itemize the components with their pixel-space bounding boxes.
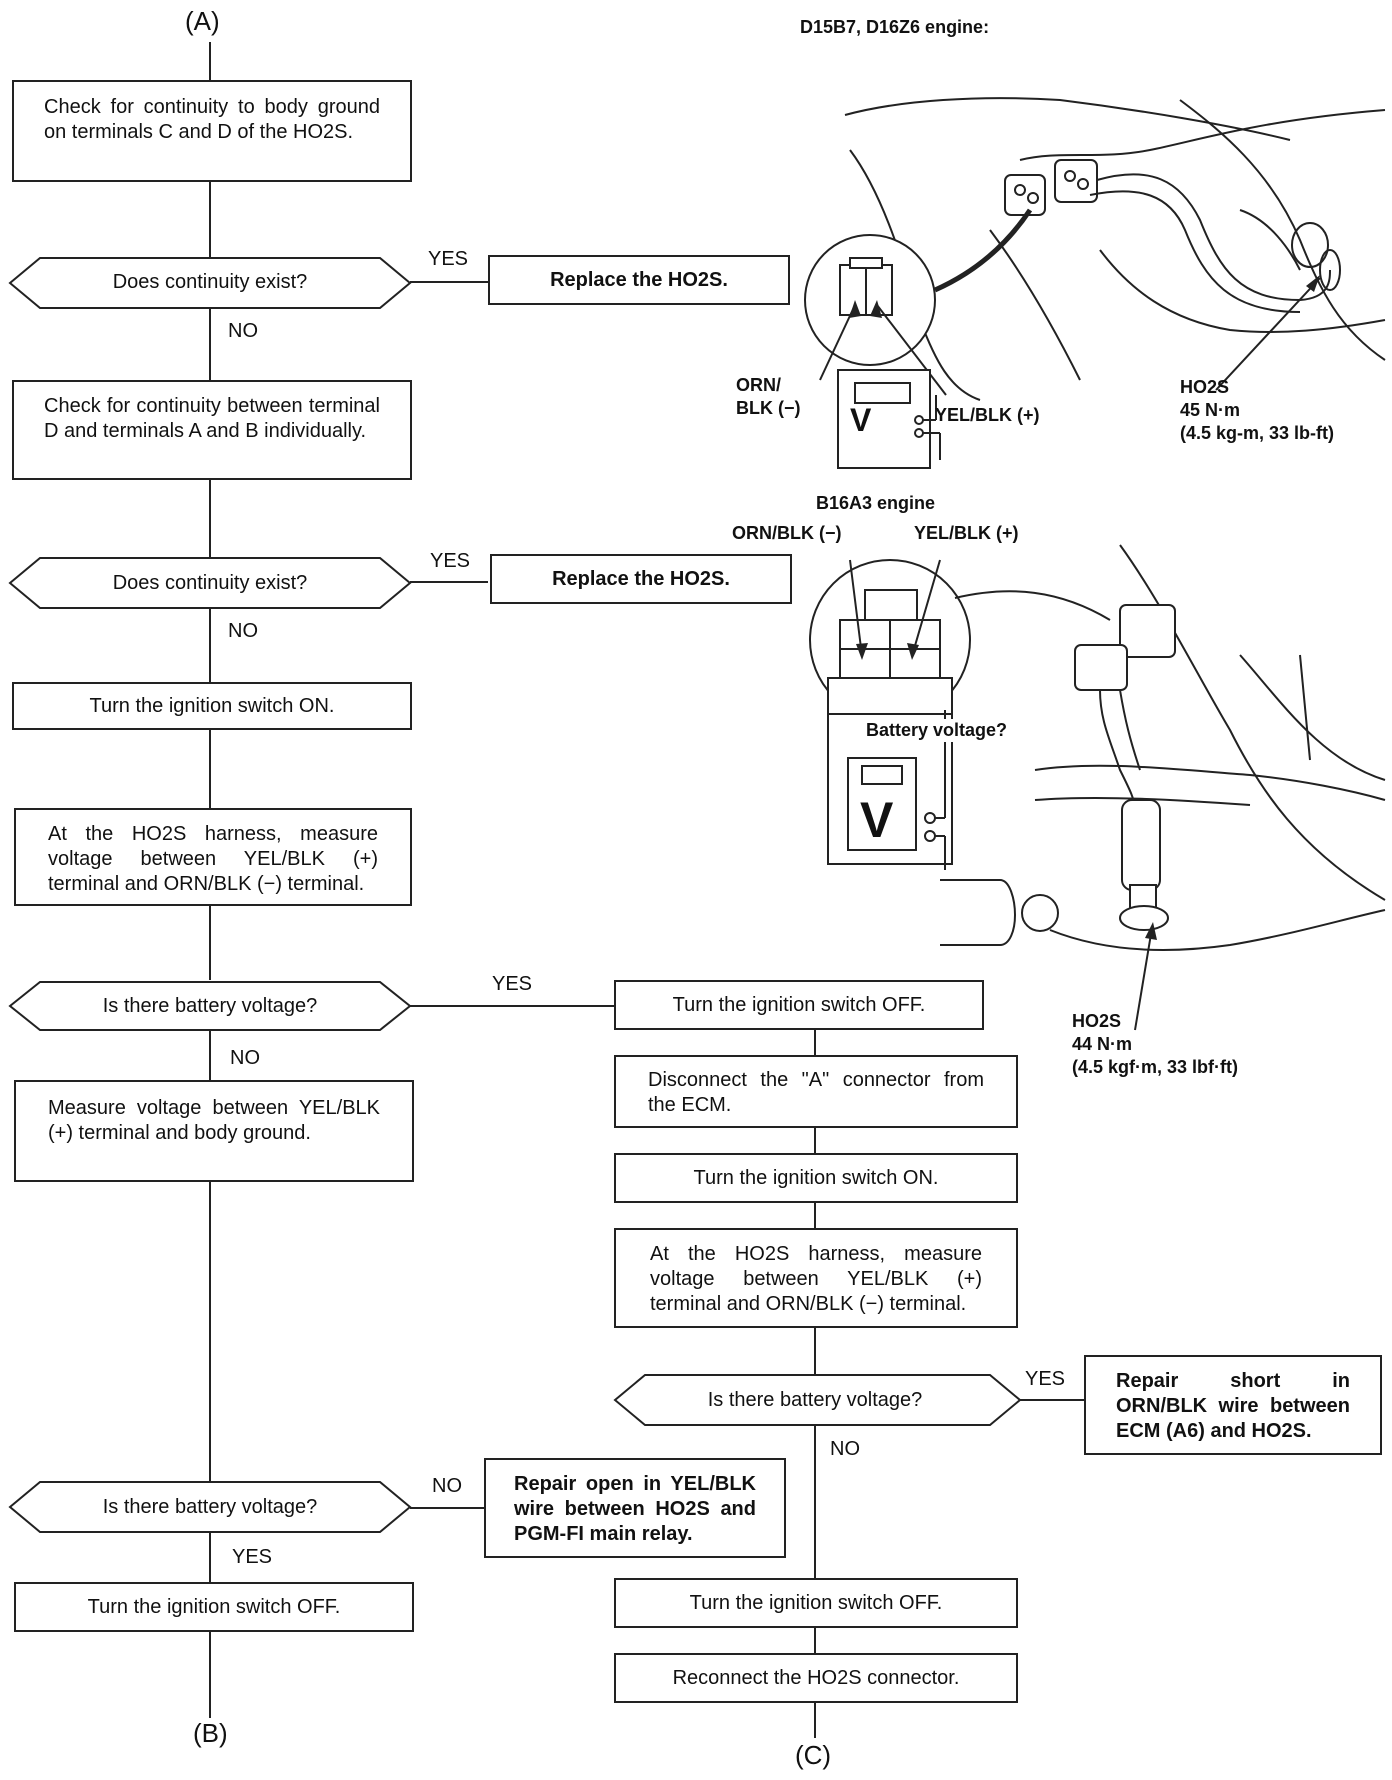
torque-imperial-bottom: (4.5 kgf·m, 33 lbf·ft) bbox=[1072, 1057, 1239, 1077]
decision-battery-voltage-1: Is there battery voltage? bbox=[102, 995, 318, 1017]
decision-shape-3 bbox=[8, 981, 412, 1031]
torque-imperial-top: (4.5 kg-m, 33 lb-ft) bbox=[1180, 423, 1335, 443]
wire-orn-blk-line1: ORN/ bbox=[736, 375, 781, 395]
step-check-ground-continuity: Check for continuity to body ground on t… bbox=[12, 80, 412, 182]
decision-shape-2 bbox=[8, 557, 412, 609]
step-measure-ground-voltage: Measure voltage between YEL/BLK (+) term… bbox=[14, 1080, 414, 1182]
outcome-replace-ho2s-2: Replace the HO2S. bbox=[490, 554, 792, 604]
wire-orn-blk-line2: BLK (−) bbox=[736, 398, 801, 418]
voltmeter-symbol-top: V bbox=[850, 402, 872, 438]
decision-battery-voltage-3: Is there battery voltage? bbox=[707, 1389, 923, 1411]
step-check-terminal-continuity: Check for continuity between terminal D … bbox=[12, 380, 412, 480]
step-reconnect-ho2s: Reconnect the HO2S connector. bbox=[614, 1653, 1018, 1703]
engine-illustration-bottom bbox=[809, 544, 1386, 1031]
voltmeter-symbol-bottom: V bbox=[860, 792, 894, 848]
sensor-label-bottom: HO2S 44 N·m (4.5 kgf·m, 33 lbf·ft) bbox=[1072, 1010, 1238, 1079]
branch-yes-4: YES bbox=[232, 1546, 273, 1568]
battery-voltage-question: Battery voltage? bbox=[866, 719, 1008, 742]
wire-orn-blk-neg-top: ORN/ BLK (−) bbox=[736, 374, 801, 420]
branch-yes-5: YES bbox=[1025, 1368, 1066, 1390]
step-measure-harness-voltage: At the HO2S harness, measure voltage bet… bbox=[14, 808, 412, 906]
sensor-label-top: HO2S 45 N·m (4.5 kg-m, 33 lb-ft) bbox=[1180, 376, 1334, 445]
decision-continuity-2: Does continuity exist? bbox=[112, 572, 308, 594]
step-ignition-off-right: Turn the ignition switch OFF. bbox=[614, 980, 984, 1030]
decision-shape-4 bbox=[8, 1481, 412, 1533]
wire-yel-blk-pos-bottom: YEL/BLK (+) bbox=[914, 523, 1019, 543]
step-measure-harness-voltage-right: At the HO2S harness, measure voltage bet… bbox=[614, 1228, 1018, 1328]
terminal-c-label: (C) bbox=[795, 1740, 832, 1770]
branch-yes-1: YES bbox=[428, 248, 469, 270]
wire-yel-blk-pos-top: YEL/BLK (+) bbox=[935, 405, 1040, 425]
step-ignition-off-left: Turn the ignition switch OFF. bbox=[14, 1582, 414, 1632]
terminal-b-label: (B) bbox=[193, 1718, 228, 1748]
branch-yes-3: YES bbox=[492, 973, 533, 995]
torque-nm-top: 45 N·m bbox=[1180, 400, 1241, 420]
branch-no-2: NO bbox=[228, 620, 258, 642]
step-disconnect-ecm-connector: Disconnect the "A" connector from the EC… bbox=[614, 1055, 1018, 1128]
sensor-name-bottom: HO2S bbox=[1072, 1011, 1122, 1031]
branch-no-4: NO bbox=[432, 1475, 462, 1497]
outcome-repair-open-yel-blk: Repair open in YEL/BLK wire between HO2S… bbox=[484, 1458, 786, 1558]
decision-shape-5 bbox=[613, 1374, 1022, 1426]
step-ignition-on: Turn the ignition switch ON. bbox=[12, 682, 412, 730]
step-ignition-off-right-2: Turn the ignition switch OFF. bbox=[614, 1578, 1018, 1628]
branch-no-3: NO bbox=[230, 1047, 260, 1069]
engine-illustration-top bbox=[804, 97, 1386, 469]
decision-continuity-1: Does continuity exist? bbox=[112, 271, 308, 293]
branch-no-5: NO bbox=[830, 1438, 860, 1460]
decision-battery-voltage-2: Is there battery voltage? bbox=[102, 1496, 318, 1518]
outcome-replace-ho2s-1: Replace the HO2S. bbox=[488, 255, 790, 305]
branch-no-1: NO bbox=[228, 320, 258, 342]
outcome-repair-short-orn-blk: Repair short in ORN/BLK wire between ECM… bbox=[1084, 1355, 1382, 1455]
step-ignition-on-right: Turn the ignition switch ON. bbox=[614, 1153, 1018, 1203]
torque-nm-bottom: 44 N·m bbox=[1072, 1034, 1133, 1054]
engine-title-d15b7: D15B7, D16Z6 engine: bbox=[800, 17, 990, 37]
wire-orn-blk-neg-bottom: ORN/BLK (−) bbox=[732, 523, 842, 543]
sensor-name-top: HO2S bbox=[1180, 377, 1230, 397]
terminal-a-label: (A) bbox=[185, 6, 220, 36]
decision-shape-1 bbox=[8, 257, 412, 309]
branch-yes-2: YES bbox=[430, 550, 471, 572]
engine-title-b16a3: B16A3 engine bbox=[816, 493, 936, 513]
